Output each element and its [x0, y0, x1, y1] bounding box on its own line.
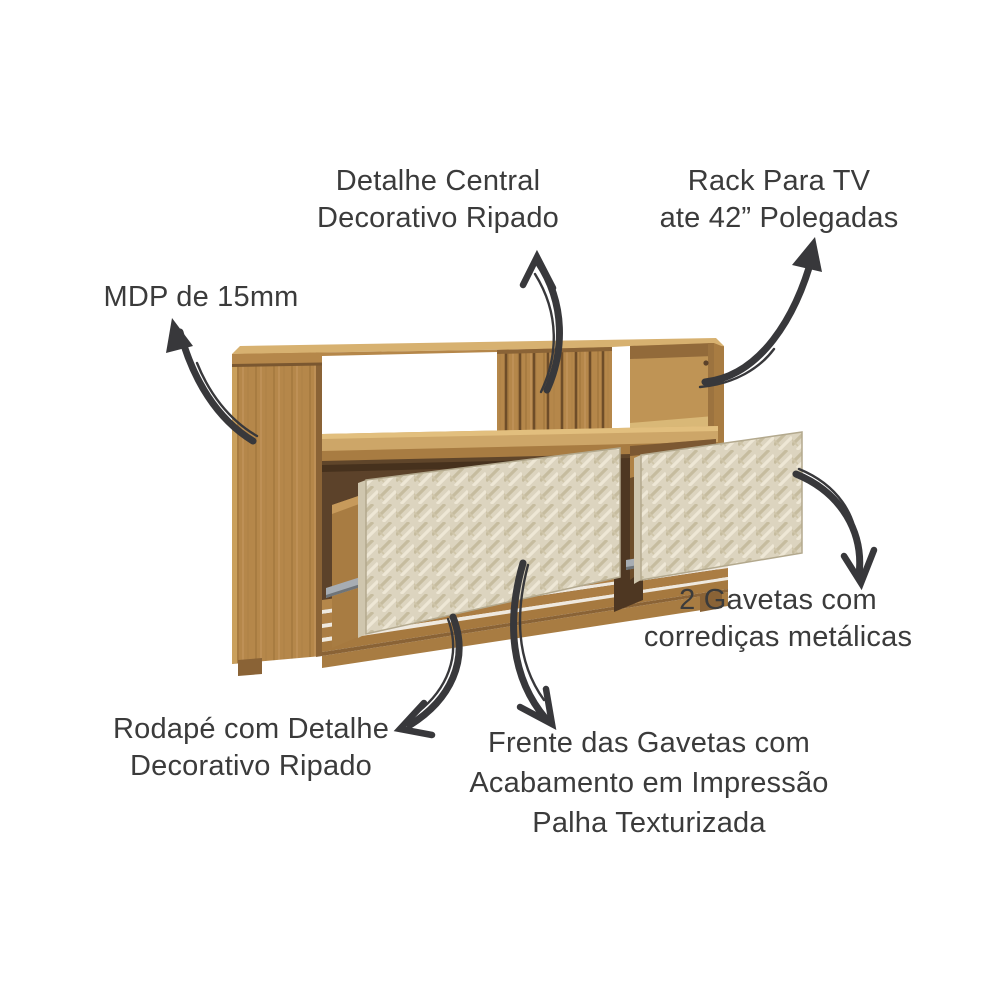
- arrow-gavetas: [792, 467, 878, 591]
- central-slatted-detail: [497, 347, 612, 443]
- callout-line: MDP de 15mm: [103, 281, 299, 313]
- callout-line: Rack Para TV: [687, 165, 871, 197]
- callout-line: 2 Gavetas com: [679, 584, 877, 616]
- arrow-rodape: [393, 613, 463, 739]
- tv-rack-illustration: [232, 338, 803, 676]
- callout-line: corrediças metálicas: [643, 621, 913, 653]
- callout-gavetas: 2 Gavetas com corrediças metálicas: [644, 582, 912, 656]
- callout-line: Detalhe Central: [335, 165, 541, 197]
- left-drawer-front-edge: [358, 480, 366, 638]
- annotation-arrows: [166, 237, 878, 739]
- callout-mdp: MDP de 15mm: [103, 279, 298, 316]
- arrow-mdp: [166, 318, 259, 445]
- right-drawer-front-edge: [634, 455, 641, 584]
- callout-line: Rodapé com Detalhe: [112, 713, 390, 745]
- callout-line: Frente das Gavetas com: [488, 727, 810, 759]
- callout-rack-tv: Rack Para TV ate 42” Polegadas: [660, 163, 899, 237]
- callout-line: Decorativo Ripado: [317, 202, 559, 234]
- callout-line: Decorativo Ripado: [130, 750, 372, 782]
- callout-rodape: Rodapé com Detalhe Decorativo Ripado: [113, 711, 389, 785]
- arrow-frente: [510, 559, 557, 730]
- callout-detalhe-central: Detalhe Central Decorativo Ripado: [317, 163, 559, 237]
- callout-line: Palha Texturizada: [532, 807, 766, 839]
- left-side-panel: [232, 350, 322, 676]
- callout-line: Acabamento em Impressão: [469, 767, 829, 799]
- right-open-niche: [630, 343, 714, 436]
- arrow-rack-tv: [698, 237, 822, 389]
- right-drawer-front-straw-panel: [640, 431, 803, 581]
- callout-line: ate 42” Polegadas: [659, 202, 899, 234]
- left-open-niche: [322, 352, 497, 442]
- arrow-detalhe-central: [519, 249, 563, 394]
- upper-row-gap: [612, 346, 630, 437]
- callout-frente-gavetas: Frente das Gavetas com Acabamento em Imp…: [469, 723, 828, 843]
- left-drawer-front-straw-panel: [365, 447, 621, 635]
- right-drawer: [626, 431, 803, 584]
- left-drawer: [326, 447, 621, 648]
